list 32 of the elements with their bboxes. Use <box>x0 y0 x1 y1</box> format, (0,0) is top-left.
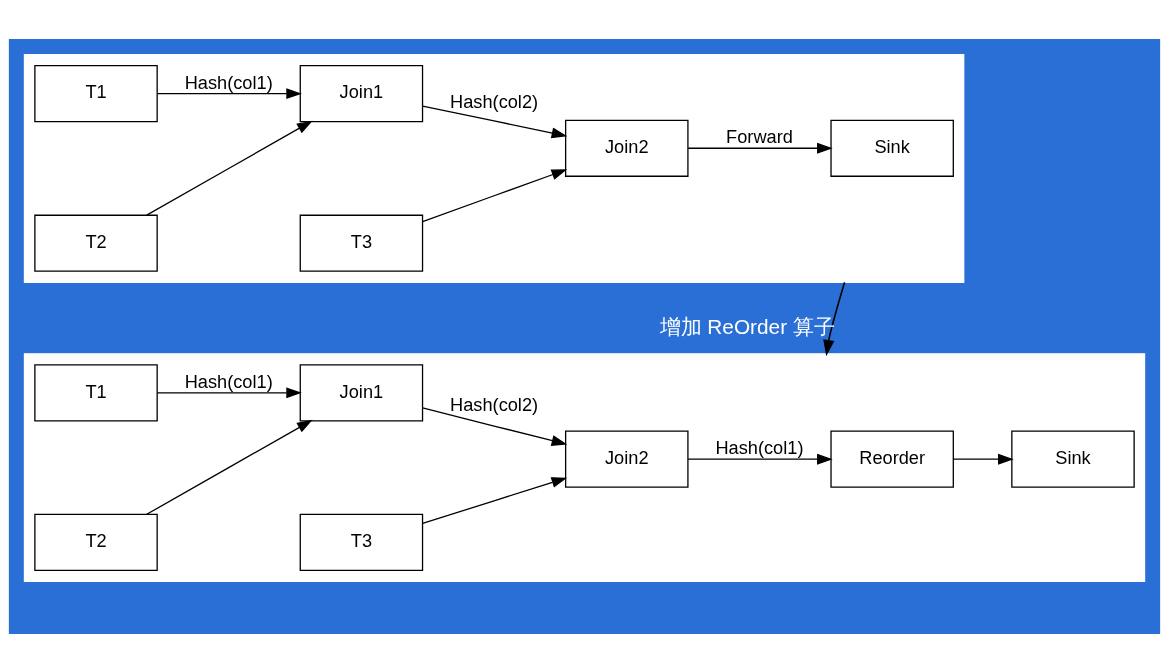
node-box: T1 <box>34 64 158 122</box>
node-box: T2 <box>34 214 158 272</box>
arrow <box>422 168 568 222</box>
node-box: Join2 <box>565 430 689 488</box>
arrow <box>146 419 313 515</box>
edge-label: Hash(col1) <box>184 72 273 93</box>
edge-label: Hash(col1) <box>715 437 804 458</box>
cluster <box>23 53 965 283</box>
arrow <box>422 104 568 138</box>
node-box: Join1 <box>299 363 424 421</box>
node-box: Sink <box>1011 430 1135 488</box>
node-box: Sink <box>830 119 954 177</box>
edge-label: Hash(col2) <box>450 394 539 415</box>
node-box: Join1 <box>299 64 424 122</box>
node-box: T3 <box>299 513 424 571</box>
edge-label: Forward <box>726 126 793 147</box>
arrow <box>952 453 1014 465</box>
edge-label: Hash(col2) <box>450 91 539 112</box>
arrow <box>687 142 833 154</box>
node-box: Join2 <box>565 119 689 177</box>
arrow <box>146 120 313 216</box>
node-box: T2 <box>34 513 158 571</box>
arrow <box>422 476 568 524</box>
node-box: Reorder <box>830 430 954 488</box>
node-box: T3 <box>299 214 424 272</box>
edge-label: Hash(col1) <box>184 371 273 392</box>
arrow <box>422 406 568 446</box>
cluster <box>23 352 1146 582</box>
arrow <box>156 87 302 99</box>
node-box: T1 <box>34 363 158 421</box>
arrow <box>687 453 833 465</box>
arrow <box>156 386 302 398</box>
